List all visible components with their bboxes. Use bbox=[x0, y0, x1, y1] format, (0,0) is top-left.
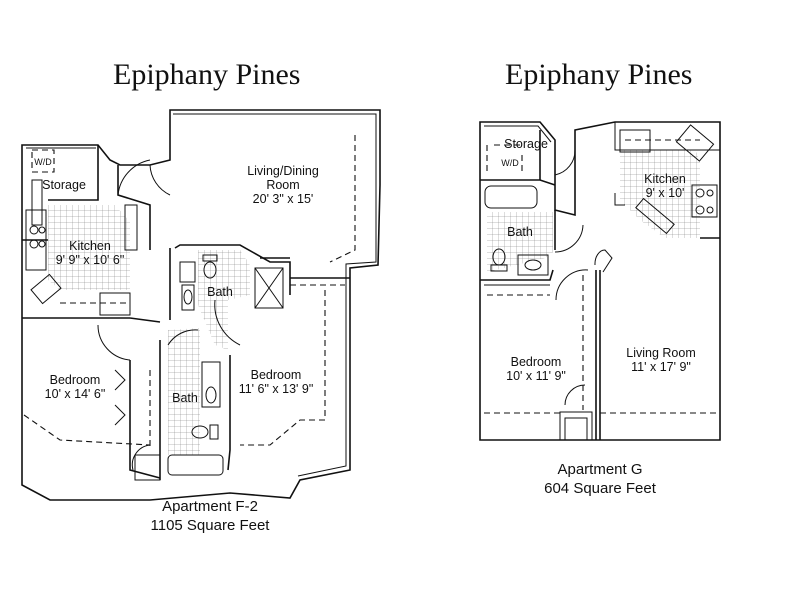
f2-shower bbox=[254, 267, 284, 309]
plan-f2-title: Epiphany Pines bbox=[113, 58, 301, 91]
f2-bath2-label: Bath bbox=[172, 391, 198, 405]
g-storage-label: Storage bbox=[504, 137, 548, 151]
g-bathtub bbox=[484, 185, 538, 209]
f2-kitchen-label: Kitchen bbox=[69, 239, 111, 253]
g-bedroom-label: Bedroom bbox=[511, 355, 562, 369]
plan-g-area: 604 Square Feet bbox=[544, 480, 656, 497]
g-kitchen-dim: 9' x 10' bbox=[646, 186, 685, 200]
plan-f2-apartment: Apartment F-2 bbox=[162, 498, 258, 515]
f2-bedroom2-label: Bedroom bbox=[251, 368, 302, 382]
f2-kitchen-floor bbox=[48, 205, 130, 290]
f2-wd-label: W/D bbox=[34, 157, 52, 167]
g-bedroom-dim: 10' x 11' 9" bbox=[506, 369, 566, 383]
plan-f2-caption: Apartment F-2 1105 Square Feet bbox=[130, 497, 290, 535]
f2-outer-wall bbox=[21, 109, 381, 501]
g-bath-floor bbox=[487, 212, 553, 272]
f2-kitchen-dim: 9' 9" x 10' 6" bbox=[56, 253, 125, 267]
f2-bath2-floor bbox=[168, 328, 200, 455]
floor-plan-f2: Living/Dining Room 20' 3" x 15' Storage … bbox=[21, 109, 381, 501]
plan-g-apartment: Apartment G bbox=[557, 461, 643, 478]
g-living-label: Living Room bbox=[626, 346, 695, 360]
g-outer-wall bbox=[479, 121, 721, 441]
f2-washer-dryer bbox=[31, 149, 55, 173]
f2-bedroom1-dim: 10' x 14' 6" bbox=[45, 387, 106, 401]
plan-g-title: Epiphany Pines bbox=[505, 58, 693, 91]
g-wd-label: W/D bbox=[501, 158, 519, 168]
f2-living-dim: 20' 3" x 15' bbox=[253, 192, 314, 206]
g-kitchen-floor bbox=[620, 150, 700, 238]
f2-storage-label: Storage bbox=[42, 178, 86, 192]
f2-living-label2: Room bbox=[266, 178, 299, 192]
f2-bath1-label: Bath bbox=[207, 285, 233, 299]
g-living-dim: 11' x 17' 9" bbox=[631, 360, 691, 374]
f2-bedroom1-label: Bedroom bbox=[50, 373, 101, 387]
floor-plan-g: W/D Storage Kitchen bbox=[479, 121, 721, 441]
g-bath-label: Bath bbox=[507, 225, 533, 239]
f2-bath1-floor bbox=[198, 250, 250, 350]
f2-bedroom2-dim: 11' 6" x 13' 9" bbox=[239, 382, 314, 396]
plan-f2-area: 1105 Square Feet bbox=[150, 517, 270, 534]
f2-bathtub bbox=[167, 454, 224, 476]
g-kitchen-label: Kitchen bbox=[644, 172, 686, 186]
f2-living-label: Living/Dining bbox=[247, 164, 319, 178]
plan-g-caption: Apartment G 604 Square Feet bbox=[520, 460, 680, 498]
